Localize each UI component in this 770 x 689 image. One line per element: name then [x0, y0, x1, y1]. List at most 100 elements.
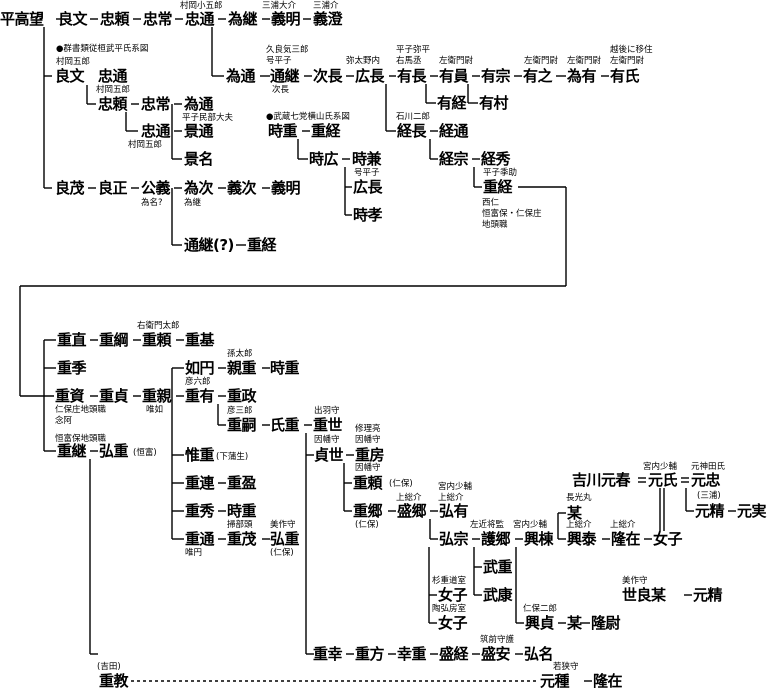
note-tsuginaga-alt: 次長: [272, 85, 290, 95]
note-tametsugu: 為継: [184, 198, 202, 208]
node-tadamichi: 忠通: [185, 10, 215, 28]
node-tadamichi-variant-2: 忠通: [141, 122, 171, 140]
note-miura-osuke: 三浦大介: [262, 1, 297, 11]
node-yukishige: 幸重: [397, 645, 427, 663]
node-chikashige: 親重: [227, 359, 257, 377]
node-tadayori: 忠頼: [100, 10, 130, 28]
note-kunai-3: 宮内少輔: [643, 462, 678, 472]
note-yuien: 唯円: [185, 548, 203, 558]
node-takayasu: 隆尉: [591, 614, 621, 632]
note-shimo-kamu: (下蒲生): [216, 452, 249, 462]
node-yoshiaki-2: 義明: [271, 179, 301, 197]
node-shigenao: 重直: [57, 331, 87, 349]
note-inaba: 因幡守: [314, 435, 340, 445]
node-hironaga: 広長: [355, 67, 385, 85]
node-arisuke: 有員: [439, 67, 469, 85]
node-tokikane: 時兼: [352, 150, 382, 168]
note-hikorokuro: 彦六郎: [185, 377, 211, 387]
node-tokitaka: 時孝: [353, 206, 383, 224]
node-shigetsuna: 重綱: [99, 331, 129, 349]
node-tsunehide: 経秀: [481, 150, 511, 168]
node-mototane: 元種: [540, 672, 570, 689]
node-moritsune: 盛経: [439, 645, 469, 663]
node-tamemichi-b: 為通: [226, 67, 256, 85]
node-shigekata: 重方: [355, 645, 385, 663]
node-shigemasa: 重政: [227, 387, 257, 405]
node-motozane-2: 元実: [737, 502, 767, 520]
note-saemon-3: 左衛門尉: [567, 56, 602, 66]
node-hiroshige: 弘重: [99, 442, 129, 460]
node-tadatsune-variant: 忠常: [141, 95, 171, 113]
node-tokishige-2: 時重: [227, 502, 257, 520]
node-aritsune: 有経: [437, 94, 467, 112]
note-niho-jiro: 仁保二郎: [523, 604, 558, 614]
node-bou-2: 某: [567, 614, 582, 632]
node-tadayori-variant: 忠頼: [98, 95, 128, 113]
note-murooka-goro-3: 村岡五郎: [128, 140, 163, 150]
node-yoshifumi-variant: 良文: [55, 67, 85, 85]
node-tametsugu-2: 為次: [184, 179, 214, 197]
node-gosato: 護郷: [481, 530, 511, 548]
note-tsuneho-jito: 恒富保地頭職: [55, 434, 107, 444]
node-yoshishige: 良茂: [55, 179, 85, 197]
node-kikkawa-motoharu: 吉川元春: [572, 471, 631, 489]
note-uma-jo: 右馬丞: [396, 56, 422, 66]
node-ujishige: 氏重: [270, 416, 300, 434]
note-saemon-4: 左衛門尉: [610, 56, 645, 66]
note-jito: 地頭職: [482, 220, 508, 230]
node-kimiyoshi: 公義: [141, 179, 171, 197]
note-wakasa: 若狭守: [553, 662, 579, 672]
node-tsuginaga: 次長: [313, 67, 343, 85]
node-seraboo: 世良某: [622, 586, 666, 604]
node-nyoen: 如円: [185, 359, 215, 377]
note-sugishige: 杉重道室: [432, 576, 467, 586]
note-miura-p: (三浦): [697, 491, 721, 501]
note-inaba-suke-2: 因幡守: [355, 463, 381, 473]
note-uemon-taro: 右衛門太郎: [137, 321, 180, 331]
node-shigeshige: 重茂: [227, 530, 257, 548]
note-murooka-goro-1: 村岡五郎: [56, 57, 91, 67]
node-okimune: 興棟: [524, 530, 554, 548]
node-moriyasu: 盛安: [481, 645, 511, 663]
node-shigesato: 重郷: [353, 502, 383, 520]
note-motokanda: 元神田氏: [691, 462, 726, 472]
note-miura-suke: 三浦介: [313, 1, 339, 11]
note-saemon-2: 左衛門尉: [524, 56, 559, 66]
note-mimasaka-2: 美作守: [622, 576, 648, 586]
node-tokishige: 時重: [268, 122, 298, 140]
node-tsunemune: 経宗: [439, 150, 469, 168]
node-shigeyuki: 重幸: [313, 645, 343, 663]
node-hironaga-2: 広長: [353, 178, 383, 196]
node-shigefusa: 重房: [355, 446, 385, 464]
note-sainin: 西仁: [482, 198, 500, 208]
note-go-hirako-1: 号平子: [266, 56, 292, 66]
note-go-hirako-2: 号平子: [354, 168, 380, 178]
note-hikosaburo: 彦三郎: [227, 406, 253, 416]
node-arimune: 有宗: [481, 67, 511, 85]
node-shigeyori: 重頼: [142, 331, 172, 349]
node-takeyasu: 武康: [483, 586, 513, 604]
note-source-busou: ●武蔵七党横山氏系図: [266, 112, 350, 122]
node-arinaga: 有長: [397, 67, 427, 85]
note-mimasaka-1: 美作守: [270, 520, 296, 530]
node-tamemichi-a: 為通: [184, 95, 214, 113]
node-shigehide: 重秀: [185, 502, 215, 520]
node-onnako-1: 女子: [653, 530, 683, 548]
note-tamena-q: 為名?: [141, 198, 163, 208]
note-tsuneho-p: (恒富): [133, 448, 157, 458]
note-dewa: 出羽守: [314, 406, 340, 416]
node-hiroshige-2: 弘重: [270, 530, 300, 548]
node-shigemoto: 重基: [185, 331, 215, 349]
node-yoshimasa: 良正: [98, 179, 128, 197]
note-yahei-nouchi: 弥太野内: [346, 56, 381, 66]
node-takaari-2: 隆在: [593, 672, 623, 689]
note-yoshida: (吉田): [97, 662, 121, 672]
note-inaba-suke-1: 因幡守: [355, 435, 381, 445]
node-shigetsura: 重連: [185, 474, 215, 492]
note-murooka-goro-2: 村岡五郎: [96, 85, 131, 95]
node-tokihiro: 時広: [309, 150, 339, 168]
node-hirona: 弘名: [524, 645, 554, 663]
node-koreshige: 惟重: [185, 446, 215, 464]
node-onnako-3: 女子: [438, 614, 468, 632]
